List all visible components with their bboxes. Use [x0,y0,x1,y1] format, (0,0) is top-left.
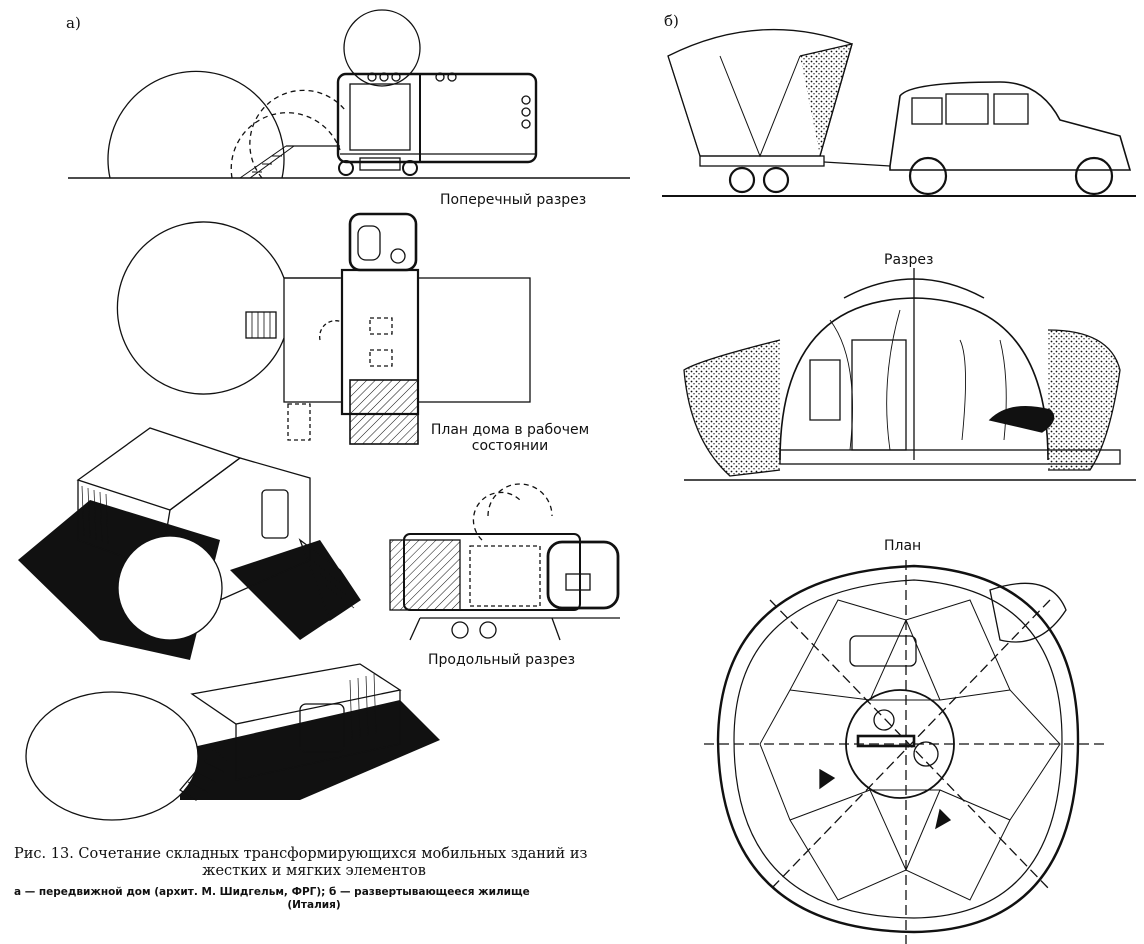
dome-plan-drawing [704,560,1106,944]
cross-section-label: Поперечный разрез [440,192,587,208]
plan-label: План дома в рабочем состоянии [430,422,590,454]
cross-section-drawing [68,9,630,179]
caption-legend-line2: (Италия) [287,899,341,911]
longitudinal-section-label: Продольный разрез [428,652,576,668]
dome-plan-label: План [884,538,922,554]
plan-label-line2: состоянии [471,438,549,454]
caption-title-line1: Рис. 13. Сочетание складных трансформиру… [14,846,588,862]
plan-drawing [116,212,531,445]
panel-b-letter: б) [664,12,679,30]
caption-title-line2: жестких и мягких элементов [202,863,426,879]
panel-a-letter: а) [66,14,81,32]
perspective-view-2 [25,663,440,821]
dome-section-label: Разрез [884,252,934,268]
figure-caption-legend: а — передвижной дом (архит. М. Шидгельм,… [14,886,614,912]
perspective-view-1 [18,427,361,660]
figure-caption-title: Рис. 13. Сочетание складных трансформиру… [14,846,614,880]
longitudinal-section-drawing [389,483,620,641]
caption-legend-line1: а — передвижной дом (архит. М. Шидгельм,… [14,886,530,898]
trailer-and-car-drawing [662,28,1136,197]
plan-label-line1: План дома в рабочем [430,422,590,438]
dome-section-drawing [683,268,1136,481]
